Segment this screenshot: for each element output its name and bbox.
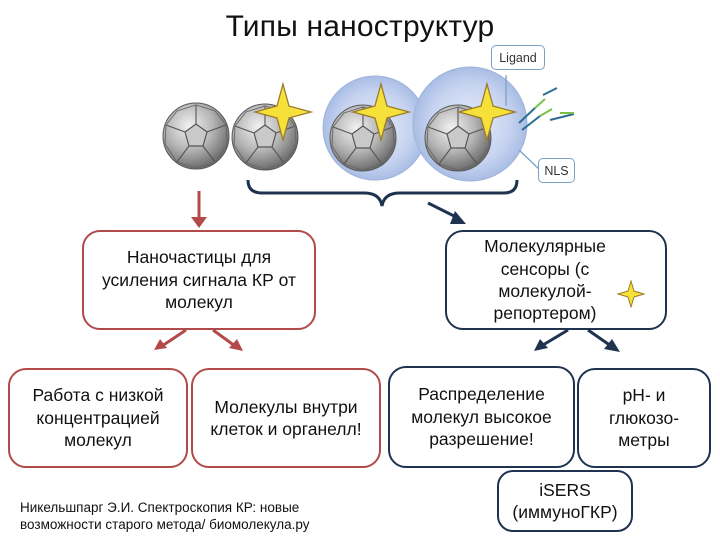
box-low-concentration: Работа с низкой концентрацией молекул — [8, 368, 188, 468]
arrows-blue-split — [534, 328, 620, 352]
coated-nanoparticle-with-reporter — [322, 75, 428, 181]
reference-line-2: возможности старого метода/ биомолекула.… — [20, 517, 310, 533]
arrow-to-nanoparticles — [191, 191, 207, 228]
box-ph-meters: pH- и глюкозо-метры — [577, 368, 711, 468]
box-isers: iSERS (иммуноГКР) — [497, 470, 633, 532]
box-inside-cells-text: Молекулы внутри клеток и органелл! — [210, 396, 362, 439]
box-ph-meters-text: pH- и глюкозо-метры — [608, 385, 680, 451]
box-nanoparticles: Наночастицы для усиления сигнала КР от м… — [82, 230, 316, 330]
box-molecular-sensors-text: Молекулярные сенсоры (с молекулой-репорт… — [484, 236, 606, 324]
reference-line-1: Никельшпарг Э.И. Спектроскопия КР: новые — [20, 500, 300, 515]
box-molecular-sensors: Молекулярные сенсоры (с молекулой-репорт… — [445, 230, 667, 330]
ligand-label: Ligand — [491, 45, 545, 70]
nls-label: NLS — [538, 158, 575, 183]
arrow-to-sensors — [427, 201, 466, 224]
box-isers-text: iSERS (иммуноГКР) — [512, 479, 618, 522]
reporter-star-icon — [617, 280, 645, 308]
box-distribution: Распределение молекул высокое разрешение… — [388, 366, 575, 468]
reference-citation: Никельшпарг Э.И. Спектроскопия КР: новые… — [20, 499, 310, 534]
nanoparticle-with-reporter — [231, 83, 312, 171]
bare-nanoparticle — [162, 102, 230, 170]
ligand-molecules — [518, 87, 575, 131]
slide-title: Типы наноструктур — [225, 10, 495, 43]
box-distribution-text: Распределение молекул высокое разрешение… — [411, 384, 552, 450]
box-inside-cells: Молекулы внутри клеток и органелл! — [191, 368, 381, 468]
nls-pointer — [518, 149, 541, 171]
box-nanoparticles-text: Наночастицы для усиления сигнала КР от м… — [101, 247, 296, 313]
targeted-nanoparticle — [412, 66, 528, 182]
curly-brace — [246, 179, 519, 207]
box-low-concentration-text: Работа с низкой концентрацией молекул — [32, 385, 164, 451]
arrows-red-split — [154, 328, 243, 351]
